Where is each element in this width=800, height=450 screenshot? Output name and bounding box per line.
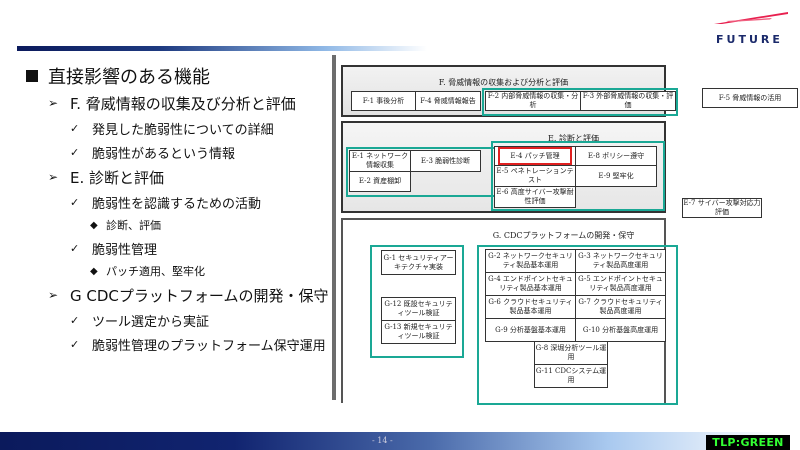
highlight-e4-e9	[491, 141, 665, 211]
box-g5: G-5 エンドポイントセキュリティ製品高度運用	[575, 272, 666, 296]
check-icon: ✓	[70, 195, 80, 209]
box-g7: G-7 クラウドセキュリティ製品高度運用	[575, 295, 666, 319]
logo-text: FUTURE	[716, 33, 783, 46]
check-icon: ✓	[70, 145, 80, 159]
check-icon: ✓	[70, 337, 80, 351]
page-number: - 14 -	[372, 436, 393, 445]
item: ✓ ツール選定から実証	[20, 308, 340, 332]
check-icon: ✓	[70, 241, 80, 255]
title-text: 直接影響のある機能	[48, 67, 210, 88]
section-label: F. 脅威情報の収集及び分析と評価	[70, 94, 296, 113]
box-f3: F-3 外部脅威情報の収集・評価	[580, 91, 676, 111]
sub-item: ◆ パッチ適用、堅牢化	[20, 260, 340, 282]
item: ✓ 脆弱性があるという情報	[20, 140, 340, 164]
footer-bar	[0, 432, 780, 450]
panel-g-title: G. CDCプラットフォームの開発・保守	[492, 231, 635, 240]
panel-g: G. CDCプラットフォームの開発・保守 G-1 セキュリティアーキテクチャ実装…	[341, 218, 678, 405]
box-g11: G-11 CDCシステム運用	[534, 364, 608, 388]
arrow-bullet-icon: ➢	[48, 96, 59, 110]
diamond-icon: ◆	[90, 265, 98, 277]
check-icon: ✓	[70, 313, 80, 327]
item-label: ツール選定から実証	[92, 314, 210, 330]
box-g9: G-9 分析基盤基本運用	[485, 318, 576, 342]
box-e3: E-3 脆弱性診断	[410, 150, 481, 172]
panel-f: F. 脅威情報の収集および分析と評価 F-1 事後分析 F-4 脅威情報報告 F…	[341, 65, 678, 117]
arrow-bullet-icon: ➢	[48, 288, 59, 302]
item: ✓ 脆弱性管理のプラットフォーム保守運用	[20, 332, 340, 356]
box-f5: F-5 脅威情報の活用	[702, 88, 798, 108]
box-g6: G-6 クラウドセキュリティ製品基本運用	[485, 295, 576, 319]
panel-e: E. 診断と評価 E-1 ネットワーク情報収集 E-3 脆弱性診断 E-2 資産…	[341, 121, 666, 213]
box-e6: E-6 高度サイバー攻撃耐性評価	[494, 186, 576, 208]
section-f: ➢ F. 脅威情報の収集及び分析と評価	[20, 90, 340, 116]
highlight-e4-red	[498, 147, 572, 165]
highlight-g-left	[370, 245, 464, 358]
item: ✓ 脆弱性を認識するための活動	[20, 190, 340, 214]
future-logo: FUTURE	[712, 8, 790, 48]
box-g13: G-13 新規セキュリティツール検証	[381, 320, 456, 344]
item-label: 脆弱性管理	[92, 242, 158, 258]
sub-item-label: 診断、評価	[106, 219, 161, 232]
function-diagram: F. 脅威情報の収集および分析と評価 F-1 事後分析 F-4 脅威情報報告 F…	[332, 55, 798, 405]
tlp-badge: TLP:GREEN	[706, 435, 790, 450]
box-g4: G-4 エンドポイントセキュリティ製品基本運用	[485, 272, 576, 296]
header-gradient-bar	[17, 46, 427, 51]
box-g2: G-2 ネットワークセキュリティ製品基本運用	[485, 249, 576, 273]
box-e5: E-5 ペネトレーションテスト	[494, 165, 576, 187]
box-g12: G-12 既設セキュリティツール検証	[381, 297, 456, 321]
box-g10: G-10 分析基盤高度運用	[575, 318, 666, 342]
section-label: G CDCプラットフォームの開発・保守	[70, 286, 329, 305]
section-label: E. 診断と評価	[70, 168, 165, 187]
item-label: 脆弱性管理のプラットフォーム保守運用	[92, 338, 326, 354]
box-e8: E-8 ポリシー遵守	[575, 146, 657, 166]
diamond-icon: ◆	[90, 219, 98, 231]
diagram-frame	[332, 55, 336, 400]
panel-f-title: F. 脅威情報の収集および分析と評価	[438, 78, 569, 87]
box-g8: G-8 深堀分析ツール運用	[534, 341, 608, 365]
box-e9: E-9 堅牢化	[575, 165, 657, 187]
box-g3: G-3 ネットワークセキュリティ製品高度運用	[575, 249, 666, 273]
item: ✓ 発見した脆弱性についての詳細	[20, 116, 340, 140]
sub-item-label: パッチ適用、堅牢化	[106, 265, 205, 278]
box-g1: G-1 セキュリティアーキテクチャ実装	[381, 250, 456, 275]
panel-e-title: E. 診断と評価	[548, 134, 599, 143]
box-e1: E-1 ネットワーク情報収集	[349, 150, 411, 172]
item-label: 脆弱性を認識するための活動	[92, 196, 262, 212]
swoosh-icon	[714, 12, 788, 24]
item-label: 発見した脆弱性についての詳細	[92, 122, 274, 138]
square-bullet-icon	[26, 70, 38, 82]
bullet-title: 直接影響のある機能	[20, 62, 340, 90]
arrow-bullet-icon: ➢	[48, 170, 59, 184]
bullet-list: 直接影響のある機能 ➢ F. 脅威情報の収集及び分析と評価 ✓ 発見した脆弱性に…	[20, 62, 340, 356]
check-icon: ✓	[70, 121, 80, 135]
highlight-f2-f3	[482, 88, 678, 116]
section-e: ➢ E. 診断と評価	[20, 164, 340, 190]
section-g: ➢ G CDCプラットフォームの開発・保守	[20, 282, 340, 308]
sub-item: ◆ 診断、評価	[20, 214, 340, 236]
highlight-g-right	[477, 245, 678, 405]
box-f4: F-4 脅威情報報告	[415, 91, 481, 111]
item-label: 脆弱性があるという情報	[92, 146, 236, 162]
item: ✓ 脆弱性管理	[20, 236, 340, 260]
box-e7: E-7 サイバー攻撃対応力評価	[682, 198, 762, 218]
box-e2: E-2 資産棚卸	[349, 171, 411, 192]
box-f1: F-1 事後分析	[351, 91, 416, 111]
